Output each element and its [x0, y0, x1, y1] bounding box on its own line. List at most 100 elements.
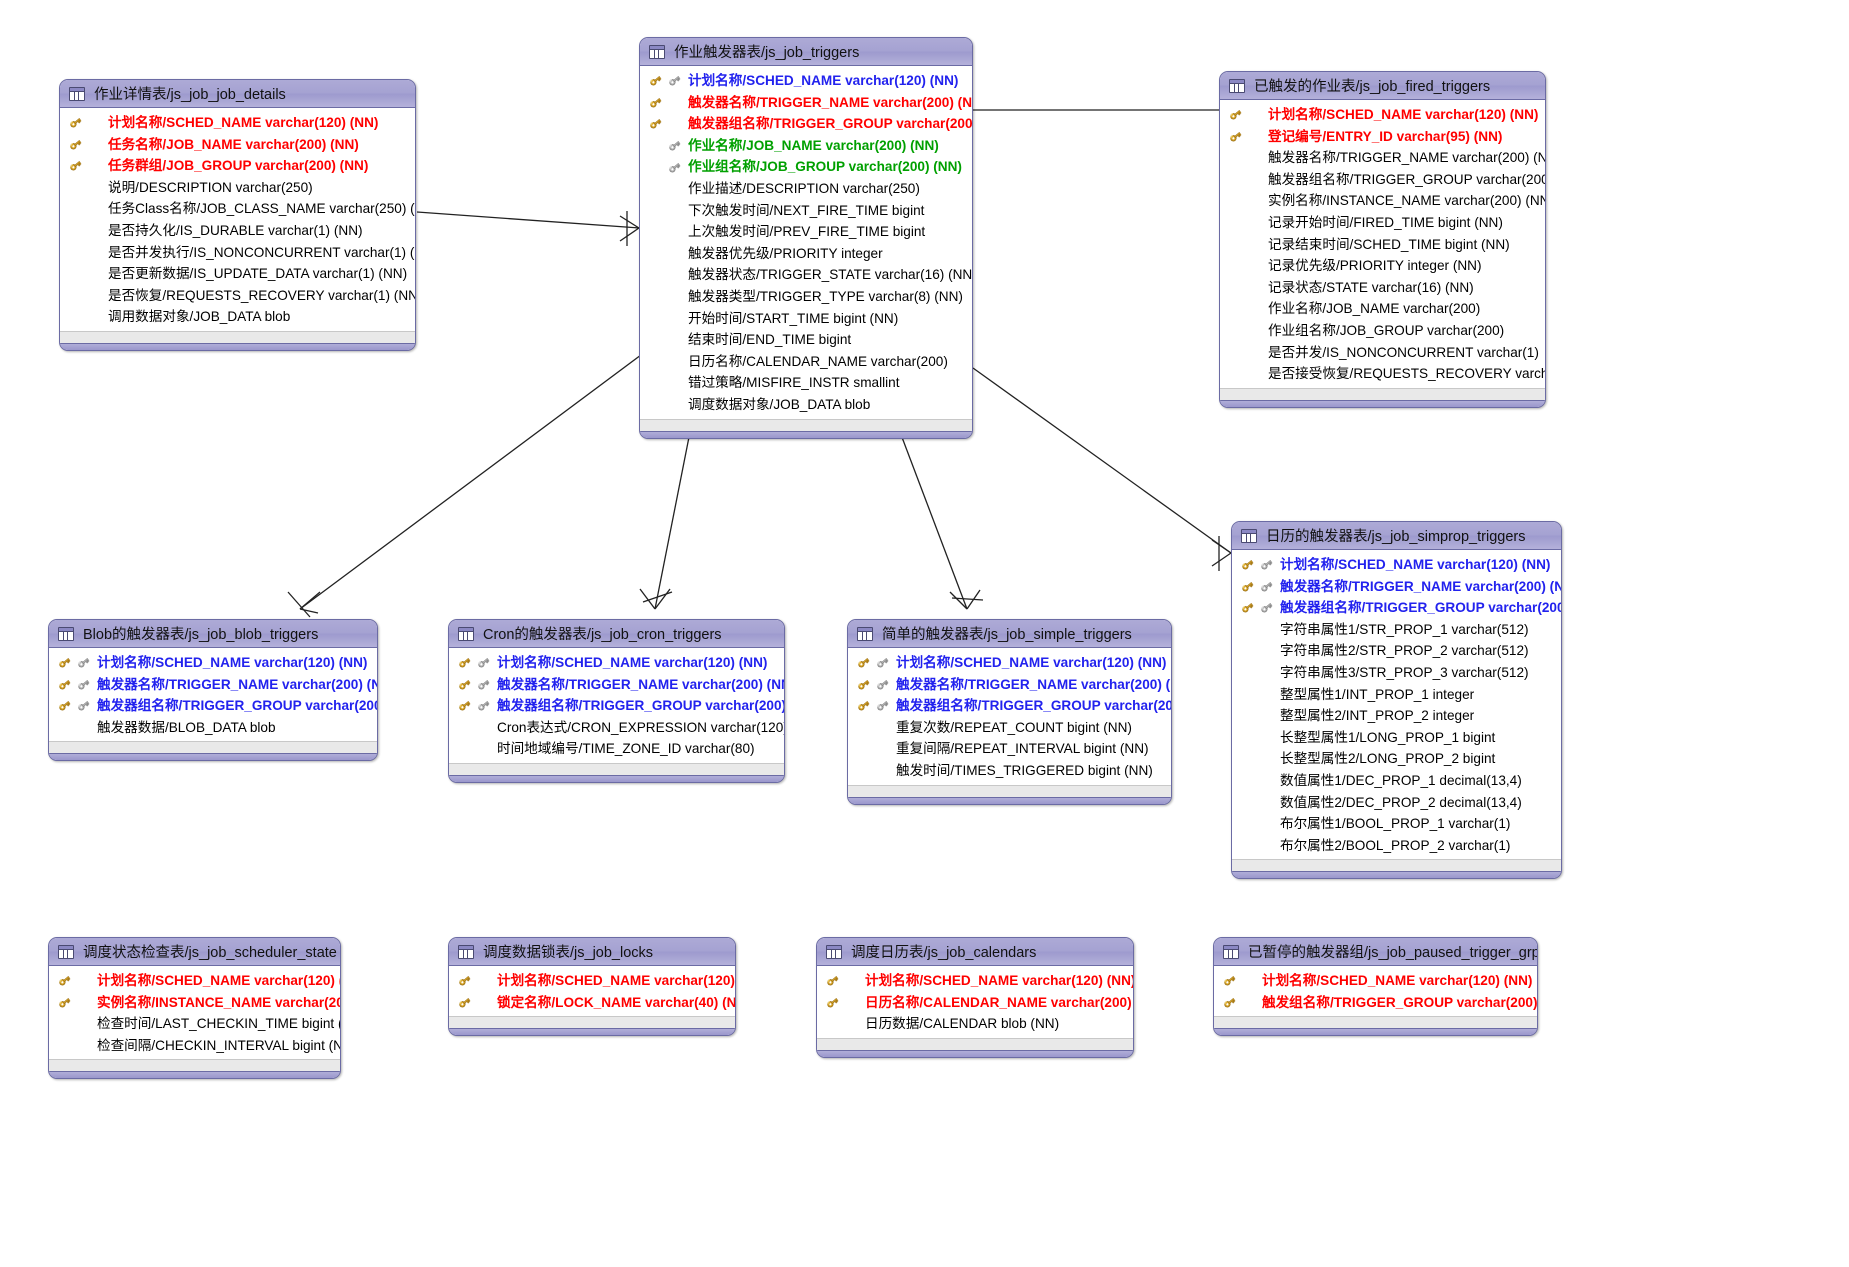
entity-title-bar[interactable]: 作业触发器表/js_job_triggers — [640, 38, 972, 66]
entity-column[interactable]: 触发器组名称/TRIGGER_GROUP varchar(200) (NN) — [1232, 597, 1561, 619]
entity-column[interactable]: 计划名称/SCHED_NAME varchar(120) (NN) — [1220, 104, 1545, 126]
entity-column[interactable]: 检查间隔/CHECKIN_INTERVAL bigint (NN) — [49, 1035, 340, 1057]
entity-column[interactable]: 下次触发时间/NEXT_FIRE_TIME bigint — [640, 200, 972, 222]
entity-column[interactable]: 计划名称/SCHED_NAME varchar(120) (NN) — [449, 970, 735, 992]
entity-simple_triggers[interactable]: 简单的触发器表/js_job_simple_triggers 计划名称/SCHED… — [847, 619, 1172, 805]
entity-title-bar[interactable]: 已触发的作业表/js_job_fired_triggers — [1220, 72, 1545, 100]
entity-simprop_triggers[interactable]: 日历的触发器表/js_job_simprop_triggers 计划名称/SCHE… — [1231, 521, 1562, 880]
entity-column[interactable]: 触发器状态/TRIGGER_STATE varchar(16) (NN) — [640, 264, 972, 286]
entity-column[interactable]: 触发器名称/TRIGGER_NAME varchar(200) (NN) — [848, 674, 1171, 696]
entity-column[interactable]: 计划名称/SCHED_NAME varchar(120) (NN) — [640, 70, 972, 92]
entity-column[interactable]: 长整型属性2/LONG_PROP_2 bigint — [1232, 748, 1561, 770]
entity-title-bar[interactable]: 调度日历表/js_job_calendars — [817, 938, 1133, 966]
entity-column[interactable]: 触发器组名称/TRIGGER_GROUP varchar(200) (NN) — [449, 695, 784, 717]
entity-column[interactable]: 触发器名称/TRIGGER_NAME varchar(200) (NN) — [449, 674, 784, 696]
entity-column[interactable]: 字符串属性1/STR_PROP_1 varchar(512) — [1232, 619, 1561, 641]
entity-column[interactable]: Cron表达式/CRON_EXPRESSION varchar(120) (NN… — [449, 717, 784, 739]
entity-column[interactable]: 开始时间/START_TIME bigint (NN) — [640, 308, 972, 330]
entity-column[interactable]: 计划名称/SCHED_NAME varchar(120) (NN) — [60, 112, 415, 134]
entity-column[interactable]: 上次触发时间/PREV_FIRE_TIME bigint — [640, 221, 972, 243]
entity-column[interactable]: 计划名称/SCHED_NAME varchar(120) (NN) — [1214, 970, 1537, 992]
entity-column[interactable]: 触发器名称/TRIGGER_NAME varchar(200) (NN) — [1220, 147, 1545, 169]
entity-calendars[interactable]: 调度日历表/js_job_calendars 计划名称/SCHED_NAME va… — [816, 937, 1134, 1058]
entity-column[interactable]: 触发器优先级/PRIORITY integer — [640, 243, 972, 265]
entity-column[interactable]: 记录结束时间/SCHED_TIME bigint (NN) — [1220, 234, 1545, 256]
entity-column[interactable]: 触发时间/TIMES_TRIGGERED bigint (NN) — [848, 760, 1171, 782]
entity-job_triggers[interactable]: 作业触发器表/js_job_triggers 计划名称/SCHED_NAME va… — [639, 37, 973, 439]
entity-column[interactable]: 作业名称/JOB_NAME varchar(200) — [1220, 298, 1545, 320]
entity-column[interactable]: 字符串属性2/STR_PROP_2 varchar(512) — [1232, 640, 1561, 662]
entity-column[interactable]: 数值属性1/DEC_PROP_1 decimal(13,4) — [1232, 770, 1561, 792]
entity-title-bar[interactable]: 调度状态检查表/js_job_scheduler_state — [49, 938, 340, 966]
entity-column[interactable]: 实例名称/INSTANCE_NAME varchar(200) (NN) — [1220, 190, 1545, 212]
entity-column[interactable]: 整型属性1/INT_PROP_1 integer — [1232, 684, 1561, 706]
entity-column[interactable]: 实例名称/INSTANCE_NAME varchar(200) (NN) — [49, 992, 340, 1014]
entity-column[interactable]: 触发器组名称/TRIGGER_GROUP varchar(200) (NN) — [49, 695, 377, 717]
entity-column[interactable]: 时间地域编号/TIME_ZONE_ID varchar(80) — [449, 738, 784, 760]
entity-column[interactable]: 触发器组名称/TRIGGER_GROUP varchar(200) (NN) — [1220, 169, 1545, 191]
entity-cron_triggers[interactable]: Cron的触发器表/js_job_cron_triggers 计划名称/SCHED… — [448, 619, 785, 783]
entity-column[interactable]: 触发器名称/TRIGGER_NAME varchar(200) (NN) — [640, 92, 972, 114]
entity-column[interactable]: 作业描述/DESCRIPTION varchar(250) — [640, 178, 972, 200]
entity-column[interactable]: 计划名称/SCHED_NAME varchar(120) (NN) — [817, 970, 1133, 992]
entity-column[interactable]: 任务Class名称/JOB_CLASS_NAME varchar(250) (N… — [60, 198, 415, 220]
entity-column[interactable]: 触发器名称/TRIGGER_NAME varchar(200) (NN) — [49, 674, 377, 696]
entity-column[interactable]: 字符串属性3/STR_PROP_3 varchar(512) — [1232, 662, 1561, 684]
entity-column[interactable]: 是否更新数据/IS_UPDATE_DATA varchar(1) (NN) — [60, 263, 415, 285]
entity-column[interactable]: 说明/DESCRIPTION varchar(250) — [60, 177, 415, 199]
entity-column[interactable]: 计划名称/SCHED_NAME varchar(120) (NN) — [49, 970, 340, 992]
entity-column[interactable]: 作业组名称/JOB_GROUP varchar(200) (NN) — [640, 156, 972, 178]
entity-column[interactable]: 计划名称/SCHED_NAME varchar(120) (NN) — [49, 652, 377, 674]
entity-title-bar[interactable]: 已暂停的触发器组/js_job_paused_trigger_grps — [1214, 938, 1537, 966]
entity-locks[interactable]: 调度数据锁表/js_job_locks 计划名称/SCHED_NAME varch… — [448, 937, 736, 1037]
entity-column[interactable]: 长整型属性1/LONG_PROP_1 bigint — [1232, 727, 1561, 749]
entity-column[interactable]: 触发器数据/BLOB_DATA blob — [49, 717, 377, 739]
entity-column[interactable]: 计划名称/SCHED_NAME varchar(120) (NN) — [848, 652, 1171, 674]
entity-column[interactable]: 触发器名称/TRIGGER_NAME varchar(200) (NN) — [1232, 576, 1561, 598]
entity-column[interactable]: 数值属性2/DEC_PROP_2 decimal(13,4) — [1232, 792, 1561, 814]
entity-column[interactable]: 记录开始时间/FIRED_TIME bigint (NN) — [1220, 212, 1545, 234]
entity-column[interactable]: 重复次数/REPEAT_COUNT bigint (NN) — [848, 717, 1171, 739]
entity-column[interactable]: 计划名称/SCHED_NAME varchar(120) (NN) — [449, 652, 784, 674]
entity-column[interactable]: 重复间隔/REPEAT_INTERVAL bigint (NN) — [848, 738, 1171, 760]
entity-column[interactable]: 结束时间/END_TIME bigint — [640, 329, 972, 351]
entity-fired_triggers[interactable]: 已触发的作业表/js_job_fired_triggers 计划名称/SCHED_… — [1219, 71, 1546, 408]
entity-column[interactable]: 是否并发/IS_NONCONCURRENT varchar(1) — [1220, 342, 1545, 364]
entity-column[interactable]: 任务名称/JOB_NAME varchar(200) (NN) — [60, 134, 415, 156]
entity-column[interactable]: 触发器组名称/TRIGGER_GROUP varchar(200) (NN) — [640, 113, 972, 135]
entity-title-bar[interactable]: Cron的触发器表/js_job_cron_triggers — [449, 620, 784, 648]
entity-column[interactable]: 是否接受恢复/REQUESTS_RECOVERY varchar(1) — [1220, 363, 1545, 385]
entity-column[interactable]: 任务群组/JOB_GROUP varchar(200) (NN) — [60, 155, 415, 177]
entity-column[interactable]: 计划名称/SCHED_NAME varchar(120) (NN) — [1232, 554, 1561, 576]
entity-title-bar[interactable]: Blob的触发器表/js_job_blob_triggers — [49, 620, 377, 648]
entity-column[interactable]: 记录状态/STATE varchar(16) (NN) — [1220, 277, 1545, 299]
entity-column[interactable]: 是否持久化/IS_DURABLE varchar(1) (NN) — [60, 220, 415, 242]
entity-paused_trigger_grps[interactable]: 已暂停的触发器组/js_job_paused_trigger_grps 计划名称/… — [1213, 937, 1538, 1037]
entity-column[interactable]: 调用数据对象/JOB_DATA blob — [60, 306, 415, 328]
entity-column[interactable]: 日历名称/CALENDAR_NAME varchar(200) (NN) — [817, 992, 1133, 1014]
entity-column[interactable]: 触发组名称/TRIGGER_GROUP varchar(200) (NN) — [1214, 992, 1537, 1014]
entity-scheduler_state[interactable]: 调度状态检查表/js_job_scheduler_state 计划名称/SCHED… — [48, 937, 341, 1080]
entity-column[interactable]: 触发器类型/TRIGGER_TYPE varchar(8) (NN) — [640, 286, 972, 308]
entity-title-bar[interactable]: 调度数据锁表/js_job_locks — [449, 938, 735, 966]
entity-blob_triggers[interactable]: Blob的触发器表/js_job_blob_triggers 计划名称/SCHED… — [48, 619, 378, 762]
entity-title-bar[interactable]: 作业详情表/js_job_job_details — [60, 80, 415, 108]
entity-title-bar[interactable]: 简单的触发器表/js_job_simple_triggers — [848, 620, 1171, 648]
entity-column[interactable]: 是否恢复/REQUESTS_RECOVERY varchar(1) (NN) — [60, 285, 415, 307]
entity-column[interactable]: 登记编号/ENTRY_ID varchar(95) (NN) — [1220, 126, 1545, 148]
entity-column[interactable]: 检查时间/LAST_CHECKIN_TIME bigint (NN) — [49, 1013, 340, 1035]
entity-column[interactable]: 调度数据对象/JOB_DATA blob — [640, 394, 972, 416]
entity-column[interactable]: 错过策略/MISFIRE_INSTR smallint — [640, 372, 972, 394]
entity-column[interactable]: 作业名称/JOB_NAME varchar(200) (NN) — [640, 135, 972, 157]
entity-column[interactable]: 布尔属性2/BOOL_PROP_2 varchar(1) — [1232, 835, 1561, 857]
entity-column[interactable]: 是否并发执行/IS_NONCONCURRENT varchar(1) (NN) — [60, 242, 415, 264]
entity-title-bar[interactable]: 日历的触发器表/js_job_simprop_triggers — [1232, 522, 1561, 550]
entity-column[interactable]: 布尔属性1/BOOL_PROP_1 varchar(1) — [1232, 813, 1561, 835]
entity-column[interactable]: 锁定名称/LOCK_NAME varchar(40) (NN) — [449, 992, 735, 1014]
entity-column[interactable]: 作业组名称/JOB_GROUP varchar(200) — [1220, 320, 1545, 342]
entity-column[interactable]: 整型属性2/INT_PROP_2 integer — [1232, 705, 1561, 727]
entity-column[interactable]: 触发器组名称/TRIGGER_GROUP varchar(200) (NN) — [848, 695, 1171, 717]
entity-job_details[interactable]: 作业详情表/js_job_job_details 计划名称/SCHED_NAME … — [59, 79, 416, 351]
entity-column[interactable]: 日历数据/CALENDAR blob (NN) — [817, 1013, 1133, 1035]
entity-column[interactable]: 日历名称/CALENDAR_NAME varchar(200) — [640, 351, 972, 373]
